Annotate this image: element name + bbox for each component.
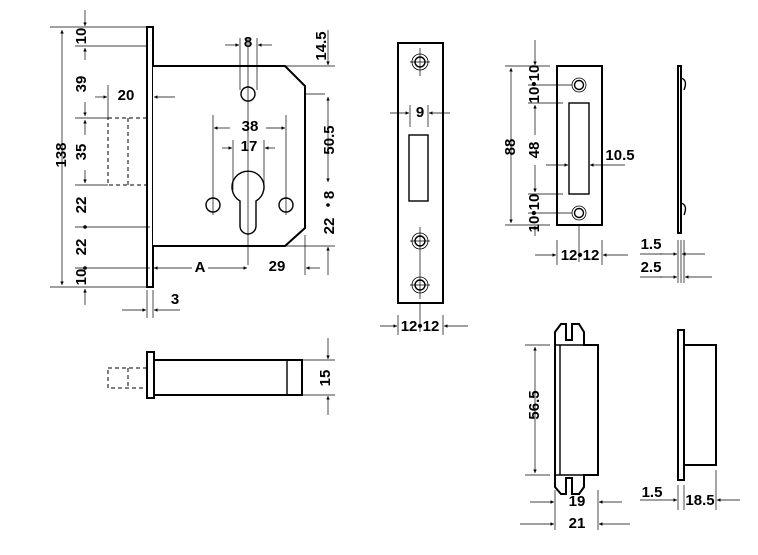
dim-18-5: 18.5 [685,492,714,509]
dim-138: 138 [53,142,70,167]
dim-21: 21 [569,515,586,532]
dim-56-5: 56.5 [526,390,543,419]
dim-8-side: 8 [321,191,338,199]
dim-35: 35 [73,144,90,161]
strike-plate: 88 10•10 48 10•10 10.5 12•12 1.5 2.5 [502,40,712,283]
dim-88: 88 [502,139,519,156]
dim-39: 39 [73,76,90,93]
dim-29: 29 [269,258,286,275]
lock-body [153,65,306,247]
mortice-lock-side-view: 15 [107,338,335,415]
dim-48: 48 [526,142,543,159]
dim-8-top: 8 [244,34,252,51]
dim-22-side: 22 [321,218,338,235]
dim-A: A [195,259,206,276]
dim-22b: 22 [73,239,90,256]
striking-box: 56.5 19 21 1.5 18.5 [520,323,740,532]
faceplate [146,26,154,288]
dim-3: 3 [171,291,179,308]
dim-15: 15 [317,370,334,387]
dim-12-12-b: 12•12 [561,247,600,264]
dim-20: 20 [118,87,135,104]
dim-1-5: 1.5 [641,236,662,253]
dim-10-bot: 10 [73,269,90,286]
dim-50-5: 50.5 [321,125,338,154]
dim-10-10-top: 10•10 [526,65,543,104]
dim-9: 9 [416,104,424,121]
dim-10-5: 10.5 [605,147,634,164]
dim-17: 17 [241,138,258,155]
bolt-dashed [107,117,148,186]
dim-10-10-bot: 10•10 [526,194,543,233]
dim-22a: 22 [73,197,90,214]
dim-1-5-box: 1.5 [642,484,663,501]
mortice-lock-front-view: 138 10 39 35 22 22 10 20 8 14.5 38 17 50… [50,10,338,318]
dim-12-12: 12•12 [401,318,440,335]
dim-19: 19 [569,493,586,510]
dim-38: 38 [242,118,259,135]
dim-14-5: 14.5 [313,31,330,60]
forend-plate: 9 12•12 [380,42,468,335]
strike-plate-side [677,65,682,234]
dim-10-top: 10 [73,28,90,45]
dim-2-5: 2.5 [641,259,662,276]
